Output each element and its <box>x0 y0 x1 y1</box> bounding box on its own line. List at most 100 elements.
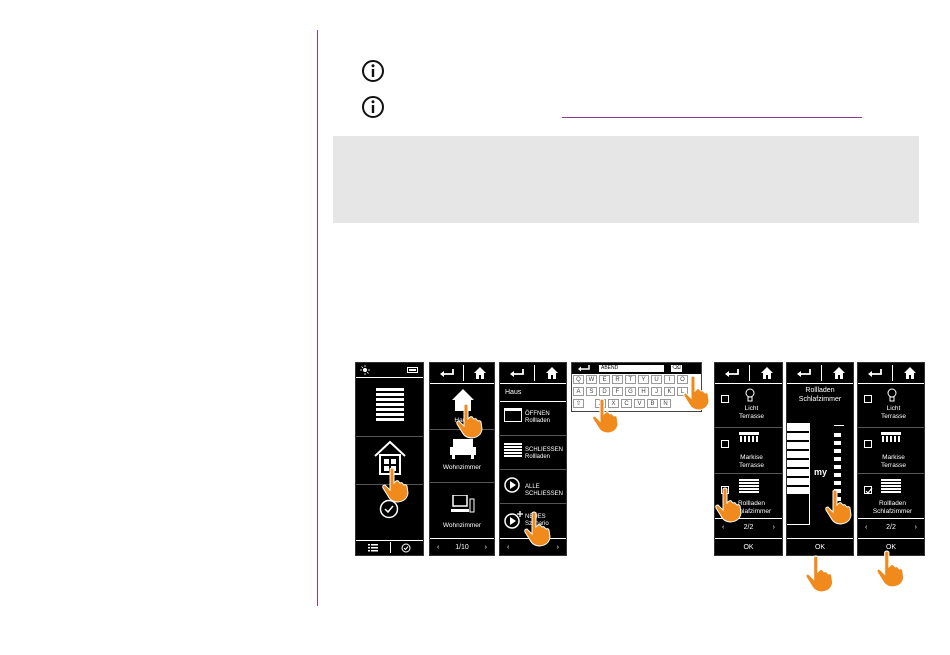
ok-button[interactable]: OK <box>715 538 782 555</box>
shutter-icon <box>739 479 759 493</box>
slider-tick <box>834 481 841 485</box>
key-x[interactable]: X <box>608 399 619 408</box>
screen-rooms: Haus Wohnzimmer Wohnzimmer ‹1/10› <box>429 362 495 556</box>
key-a[interactable]: A <box>573 387 584 396</box>
product-checkbox-checked[interactable] <box>864 486 873 494</box>
pager: 2/2 <box>886 524 896 531</box>
ok-button[interactable]: OK <box>858 538 924 555</box>
chevron-left-icon[interactable]: ‹ <box>437 543 440 551</box>
product-checkbox[interactable] <box>864 440 872 448</box>
lightbulb-icon <box>745 388 755 402</box>
pointing-hand-icon <box>805 555 834 593</box>
shutter-preview <box>787 423 810 525</box>
info-icon <box>361 59 385 83</box>
section-title: Haus <box>500 384 566 402</box>
list-icon[interactable] <box>368 544 378 552</box>
backspace-icon[interactable]: ⌫ <box>671 365 682 372</box>
open-shutter-icon <box>504 408 522 422</box>
key-k[interactable]: K <box>664 387 675 396</box>
chevron-right-icon[interactable]: › <box>556 543 559 551</box>
key-u[interactable]: U <box>651 375 662 384</box>
chevron-right-icon[interactable]: › <box>772 524 775 531</box>
battery-icon <box>407 367 418 373</box>
awning-icon <box>881 432 901 442</box>
product-checkbox[interactable] <box>864 395 872 403</box>
key-s[interactable]: S <box>586 387 597 396</box>
slider-tick <box>834 441 841 445</box>
home-icon[interactable] <box>893 363 924 383</box>
info-icon <box>361 95 385 119</box>
key-d[interactable]: D <box>599 387 610 396</box>
pointing-hand-icon <box>715 487 742 523</box>
key-q[interactable]: Q <box>573 375 584 384</box>
key-f[interactable]: F <box>612 387 623 396</box>
chevron-right-icon[interactable]: › <box>484 543 487 551</box>
check-icon <box>865 487 873 494</box>
key-j[interactable]: J <box>651 387 662 396</box>
slider-tick <box>834 425 844 426</box>
key-c[interactable]: C <box>621 399 632 408</box>
key-v[interactable]: V <box>634 399 645 408</box>
slider-tick <box>834 473 841 477</box>
back-icon[interactable] <box>858 363 892 383</box>
chevron-left-icon[interactable]: ‹ <box>722 524 725 531</box>
key-o[interactable]: O <box>677 375 688 384</box>
product-checkbox[interactable] <box>721 395 729 403</box>
room-label: Haus <box>454 417 470 424</box>
chevron-left-icon[interactable]: ‹ <box>507 543 510 551</box>
screen-home <box>355 362 424 556</box>
ok-button[interactable]: OK <box>787 538 853 555</box>
scenario-name-input[interactable]: ABEND <box>599 365 664 372</box>
pointing-hand-icon <box>592 398 619 434</box>
home-icon[interactable] <box>750 363 782 383</box>
pointing-hand-icon <box>524 511 551 547</box>
chevron-left-icon[interactable]: ‹ <box>865 524 868 531</box>
home-icon[interactable] <box>822 363 853 383</box>
key-i[interactable]: I <box>664 375 675 384</box>
pointing-hand-icon <box>683 375 710 411</box>
key-y[interactable]: Y <box>638 375 649 384</box>
back-icon[interactable] <box>500 363 534 383</box>
back-icon[interactable] <box>715 363 749 383</box>
home-icon[interactable] <box>535 363 566 383</box>
back-icon[interactable] <box>578 365 590 372</box>
play-circle-icon <box>504 477 520 493</box>
pointing-hand-icon <box>876 550 905 588</box>
pointing-hand-icon <box>382 467 409 503</box>
sofa-icon <box>450 439 476 459</box>
content-divider <box>317 30 318 606</box>
slider-tick <box>834 433 841 437</box>
key-l[interactable]: L <box>677 387 688 396</box>
key-w[interactable]: W <box>586 375 597 384</box>
check-circle-icon[interactable] <box>379 499 399 519</box>
key-b[interactable]: B <box>647 399 658 408</box>
back-icon[interactable] <box>787 363 821 383</box>
back-icon[interactable] <box>430 363 463 383</box>
key-h[interactable]: H <box>638 387 649 396</box>
chevron-right-icon[interactable]: › <box>914 524 917 531</box>
key-g[interactable]: G <box>625 387 636 396</box>
key-n[interactable]: N <box>660 399 671 408</box>
key-e[interactable]: E <box>599 375 610 384</box>
home-icon[interactable] <box>464 363 494 383</box>
check-circle-icon[interactable] <box>401 543 411 553</box>
slider-tick <box>834 457 841 461</box>
computer-icon <box>451 495 475 513</box>
shift-key[interactable]: ⇧ <box>573 399 584 408</box>
key-r[interactable]: R <box>612 375 623 384</box>
pointing-hand-icon <box>825 489 852 525</box>
slider-tick <box>834 465 841 469</box>
shutter-icon <box>881 479 901 493</box>
add-scenario-icon <box>504 511 523 529</box>
slider-tick <box>834 449 841 453</box>
product-checkbox[interactable] <box>721 440 729 448</box>
lightbulb-icon <box>887 388 897 402</box>
room-label: Wohnzimmer <box>442 522 482 529</box>
link-underline[interactable] <box>562 117 862 118</box>
key-t[interactable]: T <box>625 375 636 384</box>
